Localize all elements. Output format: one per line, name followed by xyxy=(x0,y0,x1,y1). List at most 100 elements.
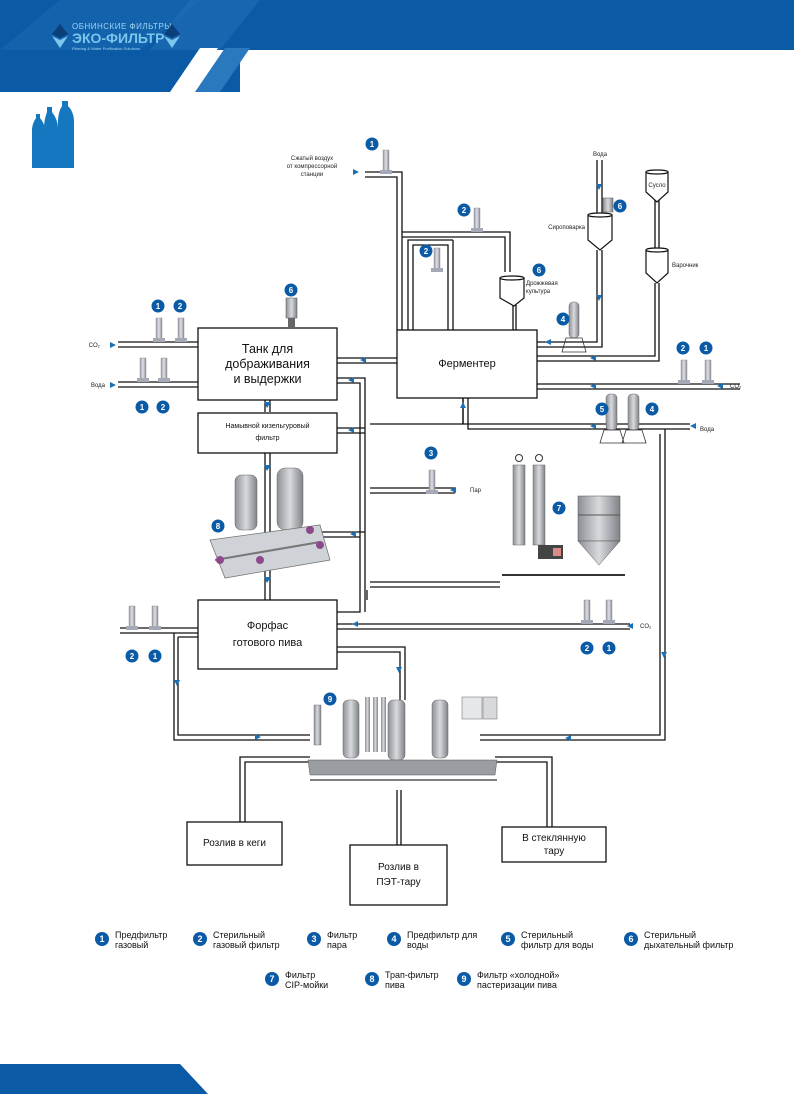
glass-box xyxy=(501,826,607,863)
badge-water-prefilter-syrup: 4 xyxy=(556,312,570,326)
legend-text: Стерильный дыхательный фильтр xyxy=(644,930,734,950)
svg-text:8: 8 xyxy=(216,522,221,531)
badge-forfas-left-2: 2 xyxy=(125,649,139,663)
svg-text:2: 2 xyxy=(178,302,183,311)
badge-fermenter-filter-b: 2 xyxy=(419,244,433,258)
syrup-vessel xyxy=(587,214,613,251)
forfas-box xyxy=(197,599,338,670)
svg-text:5: 5 xyxy=(600,405,605,414)
svg-text:4: 4 xyxy=(561,315,566,324)
legend-text: Трап-фильтр пива xyxy=(385,970,439,990)
legend-text: Фильтр пара xyxy=(327,930,358,950)
legend-text: Предфильтр для воды xyxy=(407,930,478,950)
steam-label: Пар xyxy=(470,488,482,494)
trap-filter-unit xyxy=(209,467,331,579)
pet-label: Розлив в ПЭТ-тару xyxy=(376,862,421,888)
flow-arrows xyxy=(110,169,723,741)
legend-badge: 2 xyxy=(193,932,207,946)
cartridge-filter-icon xyxy=(431,247,443,272)
footer-bar xyxy=(0,1064,208,1094)
pet-box xyxy=(349,844,448,906)
legend-badge: 4 xyxy=(387,932,401,946)
legend-badge: 3 xyxy=(307,932,321,946)
badge-water-pre: 4 xyxy=(645,402,659,416)
badge-cip: 7 xyxy=(552,501,566,515)
badge-air-filter: 1 xyxy=(365,137,379,151)
svg-text:1: 1 xyxy=(370,140,375,149)
svg-text:1: 1 xyxy=(704,344,709,353)
breathing-filters xyxy=(285,197,614,328)
svg-text:2: 2 xyxy=(424,247,429,256)
wort-label: Сусло xyxy=(648,183,666,189)
logo-sub-text: Filtering & Water Purification Solutions xyxy=(72,46,141,51)
cartridge-filter-icon xyxy=(149,605,161,630)
cartridge-filter-icon xyxy=(158,357,170,382)
cartridge-filters xyxy=(126,149,714,630)
badge-tank-co2-2: 2 xyxy=(173,299,187,313)
badge-trap: 8 xyxy=(211,519,225,533)
badge-co2-right-2: 2 xyxy=(676,341,690,355)
badge-yeast-vent: 6 xyxy=(532,263,546,277)
co2-forfas-label: CO₂ xyxy=(640,624,652,630)
badge-tank-water-1: 1 xyxy=(135,400,149,414)
glass-label: В стеклянную тару xyxy=(522,832,586,857)
kettle-vessel xyxy=(645,249,669,284)
svg-text:9: 9 xyxy=(328,695,333,704)
boxes xyxy=(186,327,607,906)
vessels xyxy=(499,169,669,307)
pasteurization-unit xyxy=(307,696,498,781)
legend-text: Стерильный газовый фильтр xyxy=(213,930,280,950)
cartridge-filter-icon xyxy=(175,317,187,342)
badge-co2-right-1: 1 xyxy=(699,341,713,355)
cartridge-filter-icon xyxy=(153,317,165,342)
legend-badge: 5 xyxy=(501,932,515,946)
svg-text:6: 6 xyxy=(537,266,542,275)
kegs-box xyxy=(186,821,283,866)
pipes xyxy=(118,160,740,845)
legend-text: Стерильный фильтр для воды xyxy=(521,930,594,950)
svg-text:1: 1 xyxy=(140,403,145,412)
yeast-vessel xyxy=(499,277,525,307)
bottles-icon xyxy=(32,101,74,168)
svg-text:7: 7 xyxy=(557,504,562,513)
badge-water-sterile: 5 xyxy=(595,402,609,416)
logo-top-text: ОБНИНСКИЕ ФИЛЬТРЫ xyxy=(72,22,172,31)
svg-text:6: 6 xyxy=(618,202,623,211)
badge-syrup-vent: 6 xyxy=(613,199,627,213)
legend-text: Предфильтр газовый xyxy=(115,930,168,950)
badge-tank-water-2: 2 xyxy=(156,400,170,414)
logo-main-text: ЭКО-ФИЛЬТР xyxy=(72,30,165,46)
badge-fermenter-filter-a: 2 xyxy=(457,203,471,217)
brew-kettle-label: Варочник xyxy=(672,263,699,269)
cartridge-filter-icon xyxy=(603,599,615,624)
badge-forfas-right-2: 2 xyxy=(580,641,594,655)
water-right-label: Вода xyxy=(700,427,715,433)
forfas-label: Форфас готового пива xyxy=(232,619,303,649)
cip-unit xyxy=(502,454,625,576)
badge-steam-filter: 3 xyxy=(424,446,438,460)
kieselguhr-label: Намывной кизельгуровый фильтр xyxy=(225,423,310,442)
fermenter-label: Ферментер xyxy=(438,358,496,370)
badge-tank-vent: 6 xyxy=(284,283,298,297)
tank-label: Танк для дображивания и выдержки xyxy=(225,341,310,386)
svg-text:2: 2 xyxy=(130,652,135,661)
legend-text: Фильтр CIP-мойки xyxy=(285,970,329,990)
water-top-label: Вода xyxy=(593,152,608,158)
svg-text:2: 2 xyxy=(462,206,467,215)
badge-forfas-left-1: 1 xyxy=(148,649,162,663)
logo-right-diamond-icon xyxy=(164,24,180,48)
logo-left-diamond-icon xyxy=(52,24,68,48)
fermenter-box xyxy=(396,329,538,399)
cartridge-filter-icon xyxy=(702,359,714,384)
header-white-slashes xyxy=(170,48,250,92)
legend-badge: 6 xyxy=(624,932,638,946)
svg-text:4: 4 xyxy=(650,405,655,414)
badge-tank-co2-1: 1 xyxy=(151,299,165,313)
legend-badge: 9 xyxy=(457,972,471,986)
legend-badge: 1 xyxy=(95,932,109,946)
svg-text:2: 2 xyxy=(161,403,166,412)
co2-right-label: CO₂ xyxy=(730,384,742,390)
